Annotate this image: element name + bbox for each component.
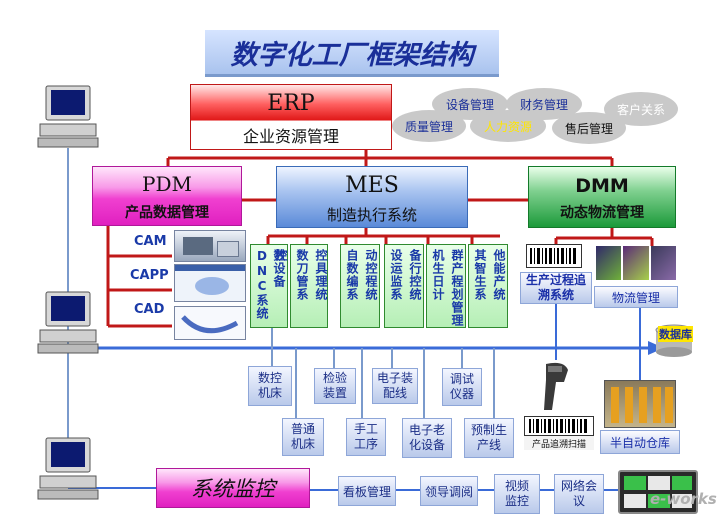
monitor-item: 看板管理 [338,476,396,506]
cnc-machine-image [174,230,246,262]
shop-equipment: 电子装配线 [372,368,418,404]
shop-equipment: 手工工序 [346,418,386,456]
traceability-system: 生产过程追溯系统 [520,272,592,304]
computer-icon [36,290,100,360]
mes-name: MES [345,172,399,198]
pdm-name: PDM [142,172,192,196]
dmm-box: DMM 动态物流管理 [528,166,676,228]
mes-module-planning: 机生日计 群产程划管理 [426,244,466,328]
product-barcode [524,416,594,436]
database-label: 数据库 [658,326,693,342]
shop-equipment: 预制生产线 [464,418,514,458]
logistics-management: 物流管理 [594,286,678,308]
mes-subtitle: 制造执行系统 [326,205,417,224]
shop-equipment: 调试仪器 [442,368,482,406]
shop-equipment: 数控机床 [248,366,292,406]
pdm-subtitle: 产品数据管理 [125,205,209,221]
erp-bubble: 人力资源 [470,110,546,142]
erp-bubble: 质量管理 [392,110,466,142]
system-monitor-box: 系统监控 [156,468,310,508]
scanner-icon [536,360,576,416]
shop-equipment: 检验装置 [314,368,356,404]
kanban-screen-image [618,470,698,514]
monitor-item: 网络会议 [554,474,604,514]
logistics-images [596,246,676,280]
shop-equipment: 普通机床 [282,418,324,456]
mes-module-dnc: 数设备DNC系统 控 [250,244,288,328]
title-banner: 数字化工厂框架结构 [205,30,499,74]
scanner-caption: 产品追溯扫描 [524,436,594,450]
barcode-icon [526,244,582,268]
capp-screen-image [174,264,246,302]
mes-module-tool: 数刀管系 控具理统 [290,244,328,328]
cad-label: CAD [134,302,165,317]
erp-subtitle: 企业资源管理 [242,127,339,146]
monitor-item: 视频监控 [494,474,540,514]
mes-module-other: 其智生系 他能产统 [468,244,508,328]
title-underline [205,74,499,77]
cam-label: CAM [134,234,167,249]
monitor-item: 领导调阅 [420,476,478,506]
mes-module-monitoring: 设运监系 备行控统 [384,244,424,328]
erp-bubble: 售后管理 [552,112,626,144]
capp-label: CAPP [130,268,169,283]
mes-box: MES 制造执行系统 [276,166,468,228]
page-title: 数字化工厂框架结构 [230,39,474,71]
erp-bubble: 客户关系 [604,92,678,126]
system-monitor-label: 系统监控 [191,477,275,501]
computer-icon [36,84,100,154]
pdm-box: PDM 产品数据管理 [92,166,242,226]
dmm-name: DMM [575,175,629,197]
dmm-subtitle: 动态物流管理 [560,205,644,221]
warehouse-caption: 半自动仓库 [600,430,680,454]
shop-equipment: 电子老化设备 [402,418,452,458]
cad-screen-image [174,306,246,340]
computer-icon [36,436,100,506]
warehouse-image [604,380,676,428]
erp-box: ERP 企业资源管理 [190,84,392,150]
watermark: e-works [650,490,717,508]
mes-module-programming: 自数编系 动控程统 [340,244,380,328]
erp-name: ERP [267,90,315,116]
